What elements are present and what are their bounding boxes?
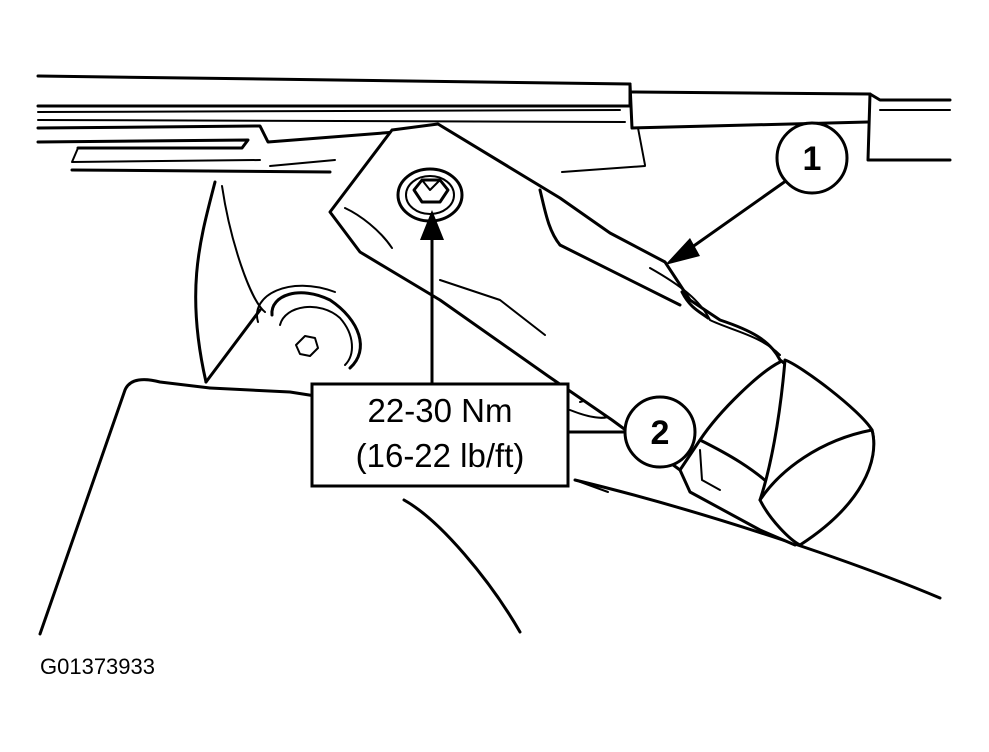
- frame-rail: [36, 74, 952, 174]
- torque-spec-imperial: (16-22 lb/ft): [356, 437, 525, 474]
- torque-spec-metric: 22-30 Nm: [368, 392, 513, 429]
- sensor-bolt-icon: [396, 167, 464, 223]
- callout-1: 1: [775, 121, 849, 195]
- callout-1-leader-arrow: [665, 176, 792, 265]
- callout-2: 2: [623, 395, 697, 469]
- bolt-leader-arrow: [420, 210, 444, 386]
- callout-2-label: 2: [651, 414, 670, 452]
- sensor-assembly: [328, 122, 876, 547]
- torque-spec-box: 22-30 Nm (16-22 lb/ft): [310, 382, 570, 488]
- mounting-bolt-torx-icon: [295, 335, 319, 357]
- callout-1-label: 1: [803, 140, 822, 178]
- figure-code: G01373933: [40, 654, 155, 679]
